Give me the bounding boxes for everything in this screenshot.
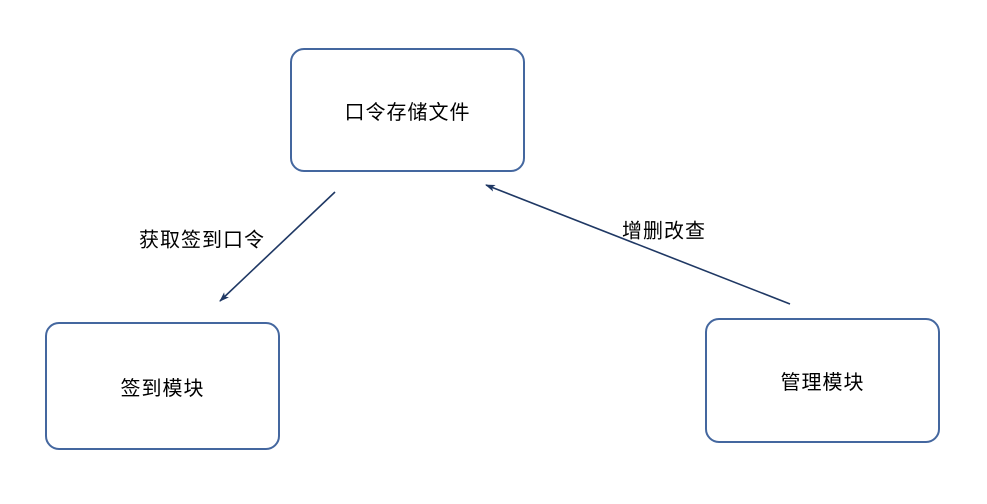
edge-label-crud: 增删改查: [622, 220, 706, 243]
node-checkin-module: 签到模块: [45, 322, 280, 450]
node-management-module-label: 管理模块: [780, 372, 865, 394]
node-checkin-module-label: 签到模块: [120, 377, 205, 400]
node-password-storage-file: 口令存储文件: [290, 48, 525, 172]
node-password-storage-file-label: 口令存储文件: [344, 101, 471, 124]
edge-label-get-checkin-password: 获取签到口令: [139, 229, 265, 252]
node-management-module: 管理模块: [705, 318, 940, 443]
edge-crud-line: [485, 184, 791, 305]
